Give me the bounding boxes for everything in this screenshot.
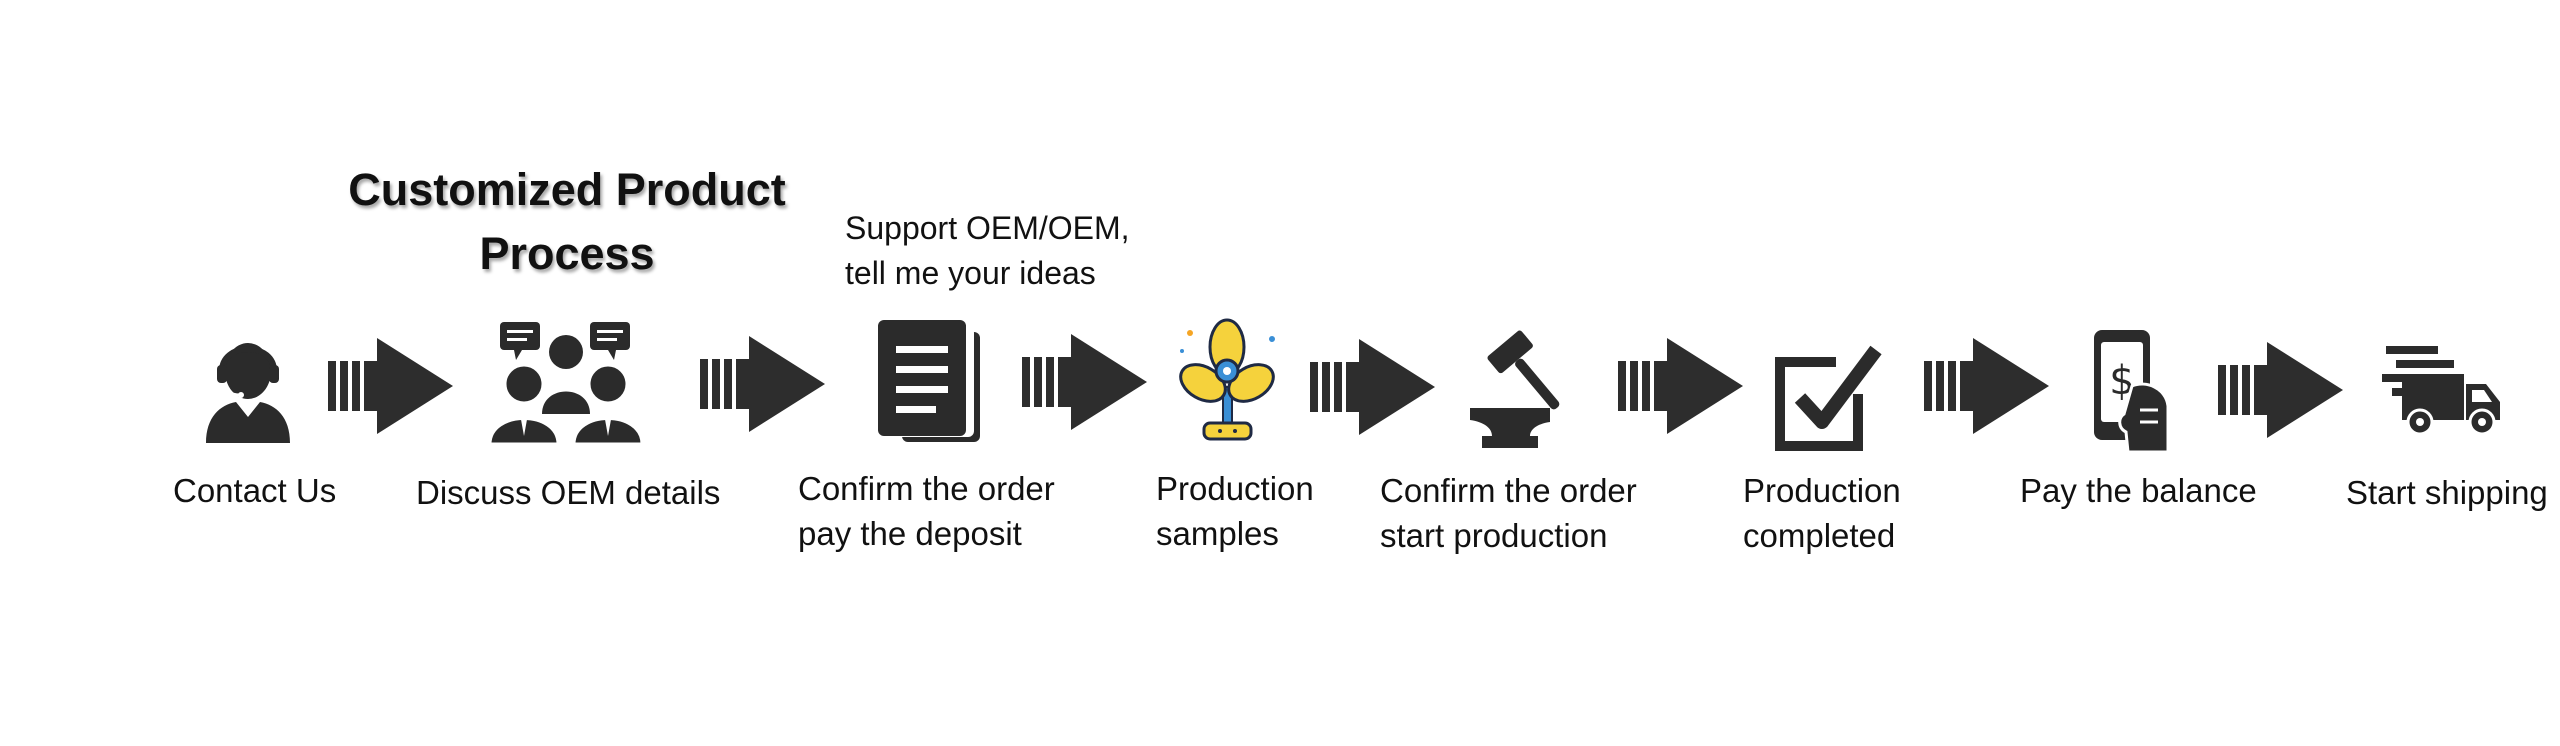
- step-label-contact-us: Contact Us: [173, 472, 337, 509]
- step-label-pay-balance: Pay the balance: [2020, 472, 2257, 509]
- step-label-confirm-production: Confirm the order start production: [1380, 472, 1637, 554]
- step-label-start-shipping: Start shipping: [2346, 474, 2548, 511]
- step-label-discuss-oem: Discuss OEM details: [416, 474, 721, 511]
- step-label-confirm-deposit: Confirm the order pay the deposit: [798, 470, 1055, 552]
- oem-support-note: Support OEM/OEM, tell me your ideas: [845, 210, 1130, 291]
- headset-agent-icon: [198, 325, 298, 445]
- anvil-hammer-icon: [1466, 326, 1584, 450]
- flow-arrow-1: [328, 336, 453, 436]
- flow-arrow-3: [1022, 332, 1147, 432]
- flow-arrow-6: [1924, 336, 2049, 436]
- flow-arrow-7: [2218, 340, 2343, 440]
- team-discussion-icon: [486, 318, 646, 446]
- fan-icon: [1170, 315, 1285, 447]
- flow-arrow-2: [700, 334, 825, 434]
- documents-icon: [876, 318, 984, 446]
- flow-arrow-4: [1310, 337, 1435, 437]
- flow-arrow-5: [1618, 336, 1743, 436]
- phone-payment-icon: $: [2088, 328, 2172, 456]
- diagram-title: Customized Product Process: [348, 164, 786, 279]
- checkbox-icon: [1770, 342, 1882, 458]
- step-label-production-completed: Production completed: [1743, 472, 1901, 554]
- delivery-truck-icon: [2382, 342, 2502, 438]
- step-label-production-samples: Production samples: [1156, 470, 1314, 552]
